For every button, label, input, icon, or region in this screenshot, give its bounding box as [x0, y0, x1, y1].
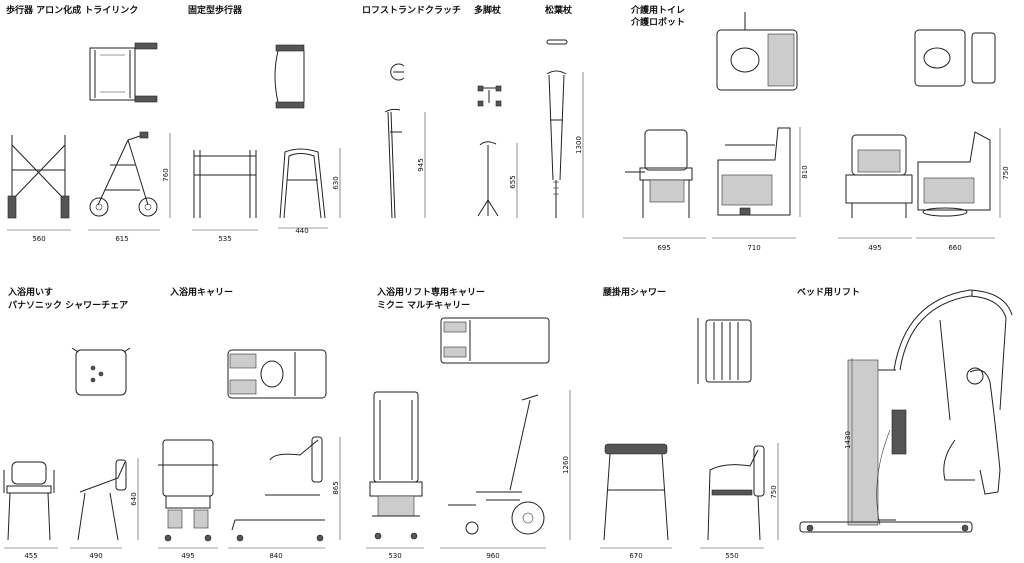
dim-chair-depth: 490: [89, 552, 102, 560]
walker-top-view: [89, 42, 158, 103]
dim-robot-depth: 660: [948, 244, 961, 252]
robot-side-view: [917, 131, 991, 217]
label-bed-lift: ベッド用リフト: [797, 288, 861, 298]
dim-walker-width: 560: [32, 235, 45, 243]
multi-cane-top-view: [477, 85, 502, 107]
label-multi-cane: 多脚杖: [474, 6, 502, 16]
crutch-side-view: [546, 70, 567, 218]
dim-shower-width: 670: [629, 552, 642, 560]
robot-top-view: [914, 29, 996, 87]
dim-carrier-height: 865: [332, 481, 340, 494]
shower-seat-side-view: [707, 445, 765, 541]
dim-robot-height: 750: [1002, 166, 1010, 179]
dimension-lines: [4, 72, 1001, 549]
dim-robot-width: 495: [868, 244, 881, 252]
dim-carrier-depth: 840: [269, 552, 282, 560]
lofstrand-top-view: [390, 63, 405, 81]
bath-chair-top-view: [71, 347, 131, 396]
dim-chair-width: 455: [24, 552, 37, 560]
lift-carrier-side-view: [448, 394, 545, 535]
dim-crutch-height: 1300: [575, 136, 583, 154]
bath-carrier-top-view: [227, 349, 327, 399]
label-bath-chair-line2: パナソニック シャワーチェア: [8, 301, 129, 311]
dim-lift-carrier-height: 1260: [562, 456, 570, 474]
dim-carrier-width: 495: [181, 552, 194, 560]
lift-carrier-top-view: [440, 317, 550, 364]
label-lofstrand-crutch: ロフストランドクラッチ: [362, 6, 462, 16]
dim-bed-lift-height: 1430: [844, 431, 852, 449]
fixed-walker-top-view: [274, 44, 305, 109]
dim-fixed-walker-width: 535: [218, 235, 231, 243]
label-toilet-line1: 介護用トイレ: [631, 6, 686, 16]
bath-carrier-front-view: [158, 439, 218, 542]
dim-toilet-height: 810: [801, 165, 809, 178]
dim-cane-height: 655: [509, 175, 517, 188]
bath-chair-front-view: [3, 461, 55, 541]
toilet-top-view: [716, 12, 798, 91]
label-crutch: 松葉杖: [545, 6, 573, 16]
dim-fixed-walker-height: 630: [332, 176, 340, 189]
fixed-walker-side-view: [279, 148, 326, 219]
bath-carrier-side-view: [231, 436, 325, 542]
walker-front-view: [7, 135, 70, 219]
label-fixed-walker: 固定型歩行器: [188, 6, 243, 16]
lofstrand-side-view: [384, 108, 402, 219]
toilet-side-view: [717, 127, 791, 216]
label-toilet-line2: 介護ロボット: [631, 18, 686, 28]
toilet-front-view: [625, 129, 693, 218]
lift-carrier-front-view: [369, 391, 423, 540]
dim-lofstrand-height: 945: [417, 158, 425, 171]
label-shower-seat: 腰掛用シャワー: [603, 288, 667, 298]
robot-front-view: [845, 134, 913, 218]
label-bath-chair-line1: 入浴用いす: [8, 288, 54, 298]
dim-walker-height: 760: [162, 168, 170, 181]
dim-toilet-width: 695: [657, 244, 670, 252]
dim-toilet-depth: 710: [747, 244, 760, 252]
multi-cane-side-view: [477, 141, 499, 217]
label-walker: 歩行器 アロン化成 トライリンク: [6, 6, 139, 16]
label-lift-carrier-line2: ミクニ マルチキャリー: [377, 301, 471, 311]
dim-lift-carrier-width: 530: [388, 552, 401, 560]
label-lift-carrier-line1: 入浴用リフト専用キャリー: [377, 288, 486, 298]
dim-fixed-walker-depth: 440: [295, 227, 308, 235]
dim-chair-height: 640: [130, 492, 138, 505]
bath-chair-side-view: [77, 459, 127, 541]
shower-seat-front-view: [603, 443, 669, 541]
walker-side-view: [89, 131, 158, 217]
fixed-walker-front-view: [193, 150, 257, 218]
dim-shower-height: 750: [770, 485, 778, 498]
dim-shower-depth: 550: [725, 552, 738, 560]
bed-lift-drawing: [799, 289, 1013, 533]
dim-walker-depth: 615: [115, 235, 128, 243]
dim-lift-carrier-depth: 960: [486, 552, 499, 560]
shower-seat-top-view: [697, 318, 752, 384]
label-bath-carrier: 入浴用キャリー: [170, 288, 234, 298]
crutch-top-view: [546, 39, 568, 45]
